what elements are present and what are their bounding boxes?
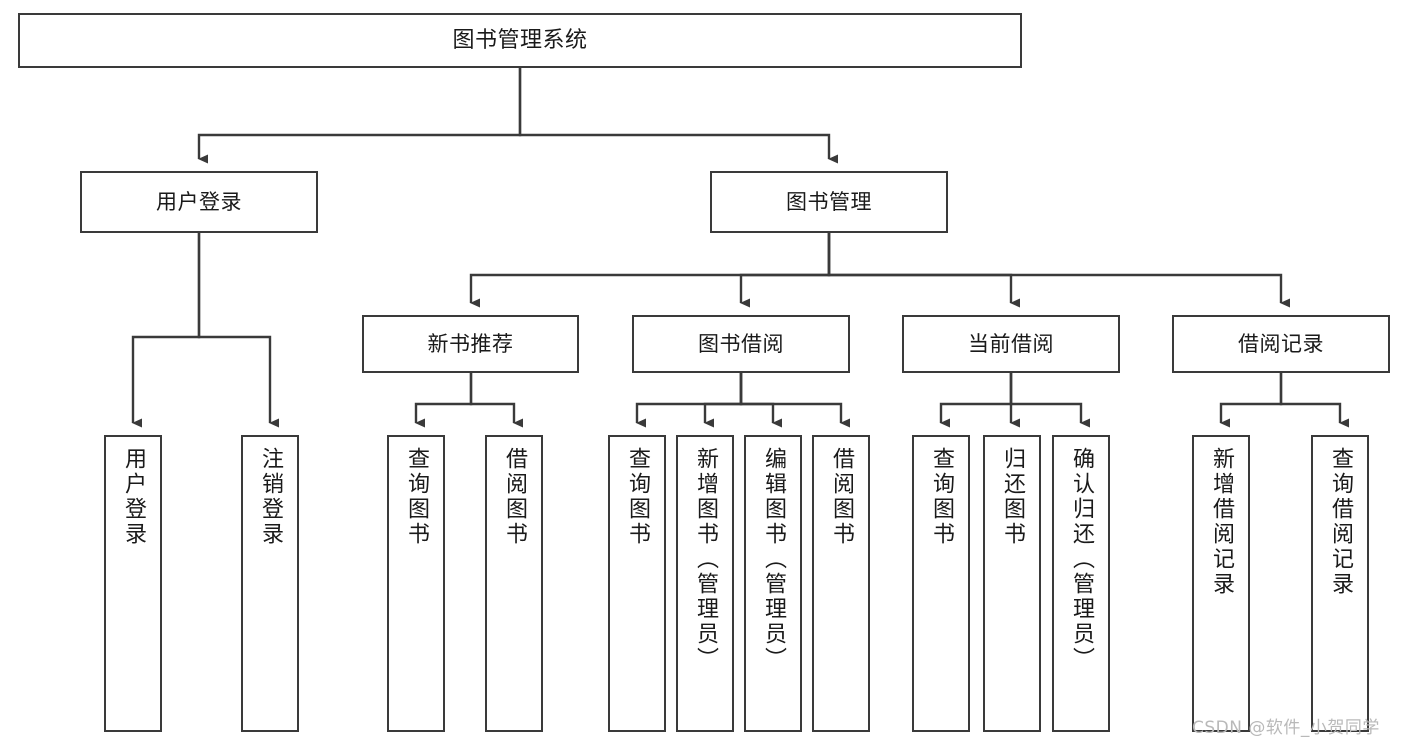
edge-user_login-to-leaf_logout <box>197 233 279 428</box>
watermark-text: CSDN @软件_小贺同学 <box>1192 718 1380 738</box>
edge-book_borrow-to-leaf_edit_book_admin <box>739 373 782 428</box>
edge-borrow_record-to-leaf_add_record <box>1219 373 1283 428</box>
node-leaf_query_book_2[interactable]: 查询图书 <box>608 435 666 732</box>
node-label: 图书管理系统 <box>452 27 588 53</box>
node-label: 新增借阅记录 <box>1209 447 1234 597</box>
edge-new_book_rec-to-leaf_borrow_book_1 <box>469 373 523 428</box>
edge-root-to-user_login <box>197 68 522 164</box>
node-root[interactable]: 图书管理系统 <box>18 13 1022 68</box>
edge-book_borrow-to-leaf_add_book_admin <box>703 373 743 428</box>
node-label: 查询借阅记录 <box>1328 447 1353 597</box>
node-leaf_edit_book_admin[interactable]: 编辑图书（管理员） <box>744 435 802 732</box>
node-label: 借阅图书 <box>502 447 527 547</box>
node-label: 新增图书（管理员） <box>693 447 718 672</box>
node-label: 归还图书 <box>1000 447 1025 547</box>
node-label: 图书借阅 <box>698 331 784 356</box>
node-label: 借阅图书 <box>829 447 854 547</box>
node-label: 查询图书 <box>404 447 429 547</box>
edge-book_borrow-to-leaf_borrow_book_2 <box>739 373 850 428</box>
node-leaf_query_book_1[interactable]: 查询图书 <box>387 435 445 732</box>
node-label: 当前借阅 <box>968 331 1054 356</box>
node-label: 注销登录 <box>258 447 283 547</box>
edge-current_borrow-to-leaf_query_book_3 <box>939 373 1013 428</box>
edge-new_book_rec-to-leaf_query_book_1 <box>414 373 473 428</box>
edge-borrow_record-to-leaf_query_record <box>1279 373 1349 428</box>
edge-book_borrow-to-leaf_query_book_2 <box>635 373 743 428</box>
node-label: 用户登录 <box>121 447 146 547</box>
node-leaf_borrow_book_1[interactable]: 借阅图书 <box>485 435 543 732</box>
node-leaf_add_record[interactable]: 新增借阅记录 <box>1192 435 1250 732</box>
node-leaf_query_book_3[interactable]: 查询图书 <box>912 435 970 732</box>
node-leaf_query_record[interactable]: 查询借阅记录 <box>1311 435 1369 732</box>
node-borrow_record[interactable]: 借阅记录 <box>1172 315 1390 373</box>
node-current_borrow[interactable]: 当前借阅 <box>902 315 1120 373</box>
node-label: 确认归还（管理员） <box>1069 447 1094 672</box>
edge-root-to-book_mgmt <box>518 68 838 164</box>
node-user_login[interactable]: 用户登录 <box>80 171 318 233</box>
edge-book_mgmt-to-new_book_rec <box>469 233 831 308</box>
edge-user_login-to-leaf_user_login <box>131 233 201 428</box>
node-new_book_rec[interactable]: 新书推荐 <box>362 315 579 373</box>
node-book_mgmt[interactable]: 图书管理 <box>710 171 948 233</box>
node-label: 用户登录 <box>156 189 242 214</box>
node-leaf_logout[interactable]: 注销登录 <box>241 435 299 732</box>
node-label: 新书推荐 <box>427 331 514 356</box>
node-label: 编辑图书（管理员） <box>761 447 786 672</box>
node-label: 查询图书 <box>929 447 954 547</box>
node-leaf_confirm_return_admin[interactable]: 确认归还（管理员） <box>1052 435 1110 732</box>
node-label: 借阅记录 <box>1238 331 1324 356</box>
node-leaf_borrow_book_2[interactable]: 借阅图书 <box>812 435 870 732</box>
edge-book_mgmt-to-book_borrow <box>739 233 831 308</box>
node-leaf_return_book[interactable]: 归还图书 <box>983 435 1041 732</box>
node-leaf_add_book_admin[interactable]: 新增图书（管理员） <box>676 435 734 732</box>
node-leaf_user_login[interactable]: 用户登录 <box>104 435 162 732</box>
edge-book_mgmt-to-current_borrow <box>827 233 1020 308</box>
node-label: 查询图书 <box>625 447 650 547</box>
node-book_borrow[interactable]: 图书借阅 <box>632 315 850 373</box>
edge-book_mgmt-to-borrow_record <box>827 233 1290 308</box>
node-label: 图书管理 <box>786 189 872 214</box>
edge-current_borrow-to-leaf_confirm_return_admin <box>1009 373 1090 428</box>
